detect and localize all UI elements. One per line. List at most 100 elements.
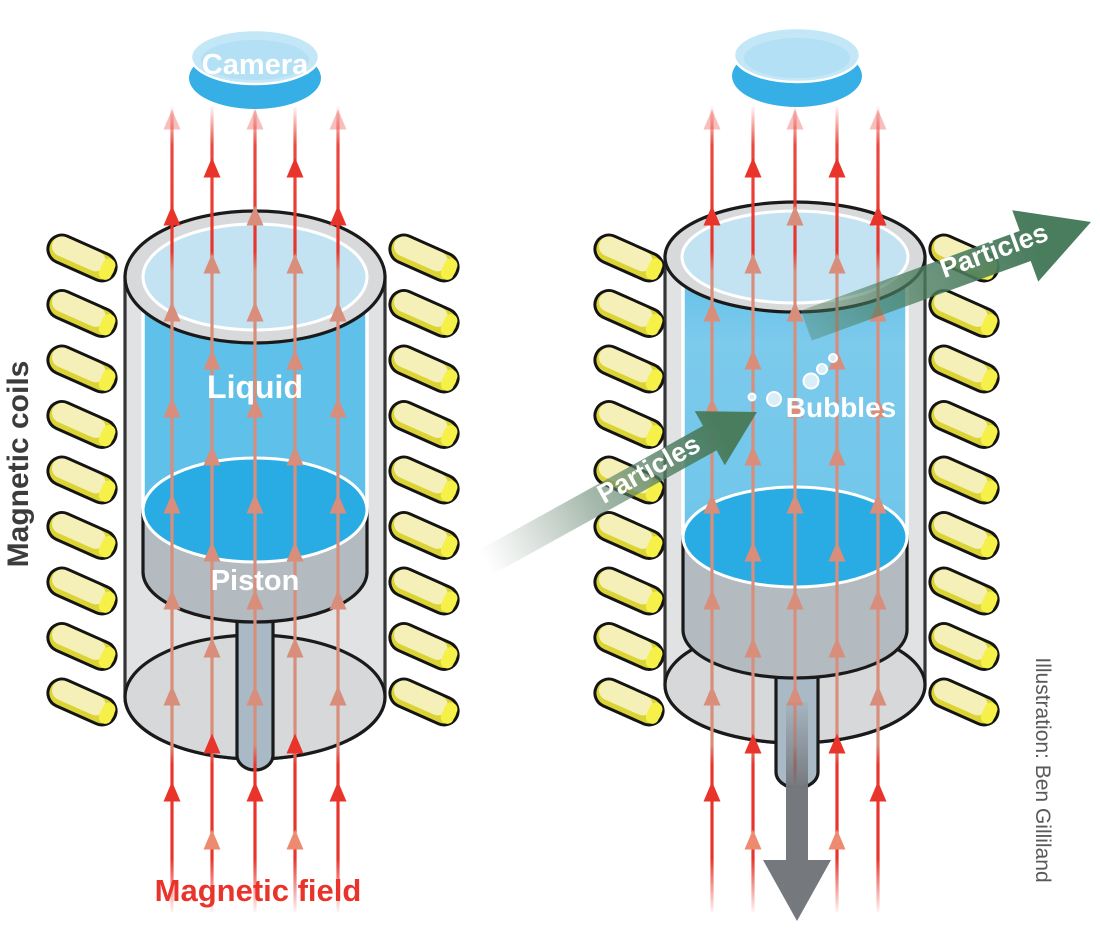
- magnetic-coil: [928, 677, 1000, 727]
- field-arrowhead: [286, 157, 304, 178]
- field-arrowhead: [246, 493, 264, 514]
- field-arrowhead: [786, 685, 804, 706]
- field-arrowhead: [246, 685, 264, 706]
- field-arrowhead: [869, 781, 887, 802]
- field-arrowhead: [286, 445, 304, 466]
- magnetic-coil: [388, 511, 460, 560]
- magnetic-coil: [46, 289, 118, 338]
- field-arrowhead: [744, 157, 762, 178]
- magnetic-coil: [928, 511, 1000, 560]
- field-arrowhead: [203, 541, 221, 562]
- field-arrowhead: [286, 349, 304, 370]
- field-arrowhead: [286, 733, 304, 754]
- field-arrowhead: [329, 493, 347, 514]
- magnetic-coil: [593, 344, 665, 394]
- particles-in-arrow: [479, 411, 757, 575]
- field-arrowhead: [744, 541, 762, 562]
- field-arrowhead: [163, 397, 181, 418]
- field-arrowhead: [744, 829, 762, 850]
- field-arrowhead: [869, 397, 887, 418]
- magnetic-coil: [46, 677, 118, 727]
- bubble: [802, 372, 820, 390]
- field-arrowhead: [246, 205, 264, 226]
- camera-right-disc: [732, 26, 862, 107]
- field-lines-right: [703, 105, 887, 912]
- magnetic-coil: [928, 622, 1000, 671]
- bubble: [747, 392, 757, 402]
- field-arrowhead: [203, 445, 221, 466]
- field-arrowhead: [703, 493, 721, 514]
- field-arrowhead: [329, 205, 347, 226]
- magnetic-coil: [593, 233, 665, 283]
- piston-label: Piston: [211, 565, 300, 597]
- field-arrowhead: [744, 733, 762, 754]
- field-arrowhead: [286, 253, 304, 274]
- bubble: [828, 353, 838, 363]
- magnetic-coil: [46, 400, 118, 449]
- field-arrowhead: [246, 589, 264, 610]
- field-arrowhead: [163, 781, 181, 802]
- field-arrowhead: [246, 109, 264, 130]
- bubble: [766, 391, 782, 407]
- magnetic-coil: [593, 622, 665, 671]
- field-arrowhead: [744, 349, 762, 370]
- magnetic-coil: [928, 455, 1000, 505]
- field-arrowhead: [869, 685, 887, 706]
- field-arrowhead: [286, 829, 304, 850]
- field-arrowhead: [329, 781, 347, 802]
- field-arrowhead: [828, 541, 846, 562]
- magnetic-coil: [388, 622, 460, 671]
- field-arrowhead: [703, 685, 721, 706]
- piston-pull-arrow: [763, 702, 831, 921]
- field-arrowhead: [203, 637, 221, 658]
- field-arrowhead: [329, 685, 347, 706]
- field-arrowhead: [828, 157, 846, 178]
- magnetic-coil: [593, 566, 665, 616]
- magnetic-coil: [388, 344, 460, 394]
- magnetic-coil: [46, 344, 118, 394]
- magnetic-coil: [388, 566, 460, 616]
- magnetic-coil: [928, 289, 1000, 338]
- magnetic-coil: [46, 455, 118, 505]
- field-arrowhead: [744, 445, 762, 466]
- magnetic-coil: [46, 511, 118, 560]
- magnetic-coil: [46, 233, 118, 283]
- field-arrowhead: [163, 589, 181, 610]
- field-arrowhead: [786, 589, 804, 610]
- field-arrowhead: [203, 733, 221, 754]
- field-arrowhead: [163, 205, 181, 226]
- magnetic-coil: [388, 400, 460, 449]
- magnetic-coil: [388, 455, 460, 505]
- field-arrowhead: [703, 109, 721, 130]
- magnetic-coil: [46, 622, 118, 671]
- field-arrowhead: [163, 685, 181, 706]
- magnetic-coils-layer: [46, 233, 1000, 727]
- field-arrowhead: [786, 493, 804, 514]
- field-arrowhead: [828, 829, 846, 850]
- field-arrowhead: [246, 397, 264, 418]
- field-arrowhead: [703, 301, 721, 322]
- magnetic-coil: [593, 511, 665, 560]
- field-arrowhead: [828, 253, 846, 274]
- field-arrowhead: [744, 637, 762, 658]
- camera-lens-inner: [201, 40, 309, 80]
- field-arrowhead: [329, 109, 347, 130]
- field-arrowhead: [869, 493, 887, 514]
- field-arrowhead: [786, 397, 804, 418]
- field-arrowhead: [163, 301, 181, 322]
- field-arrowhead: [786, 109, 804, 130]
- bubbles: [747, 353, 838, 407]
- credit-label: Illustration: Ben Gilliland: [1031, 657, 1054, 882]
- field-arrowhead: [203, 829, 221, 850]
- field-arrowhead: [286, 541, 304, 562]
- field-arrowhead: [828, 637, 846, 658]
- field-arrowhead: [828, 445, 846, 466]
- liquid-label: Liquid: [207, 369, 303, 405]
- field-arrowhead: [329, 301, 347, 322]
- magnetic-coil: [928, 400, 1000, 449]
- magnetic-coil: [928, 344, 1000, 394]
- field-arrowhead: [869, 109, 887, 130]
- field-lines-left: [163, 105, 347, 912]
- field-arrowhead: [786, 205, 804, 226]
- field-arrowhead: [163, 493, 181, 514]
